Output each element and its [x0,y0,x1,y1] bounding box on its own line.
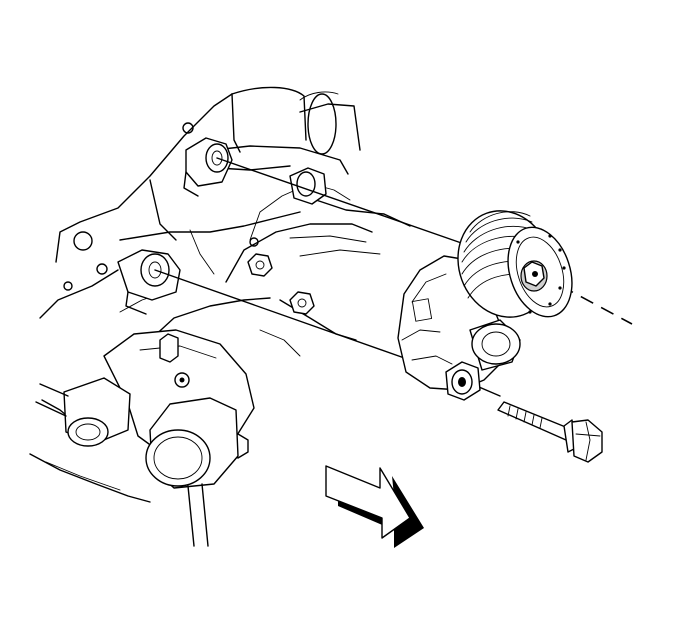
mounting-boss-upper [183,137,233,197]
hex-nut-upper [247,253,273,277]
tensioner-bolt [497,401,603,463]
hex-nut-lower [289,291,315,315]
engine-block [29,86,411,503]
water-outlet-housing [35,329,255,547]
mounting-boss-lower [117,249,181,315]
front-direction-arrow-icon [325,465,424,548]
mounting-boss-middle [289,167,327,205]
tensioner-pulley [457,210,573,318]
